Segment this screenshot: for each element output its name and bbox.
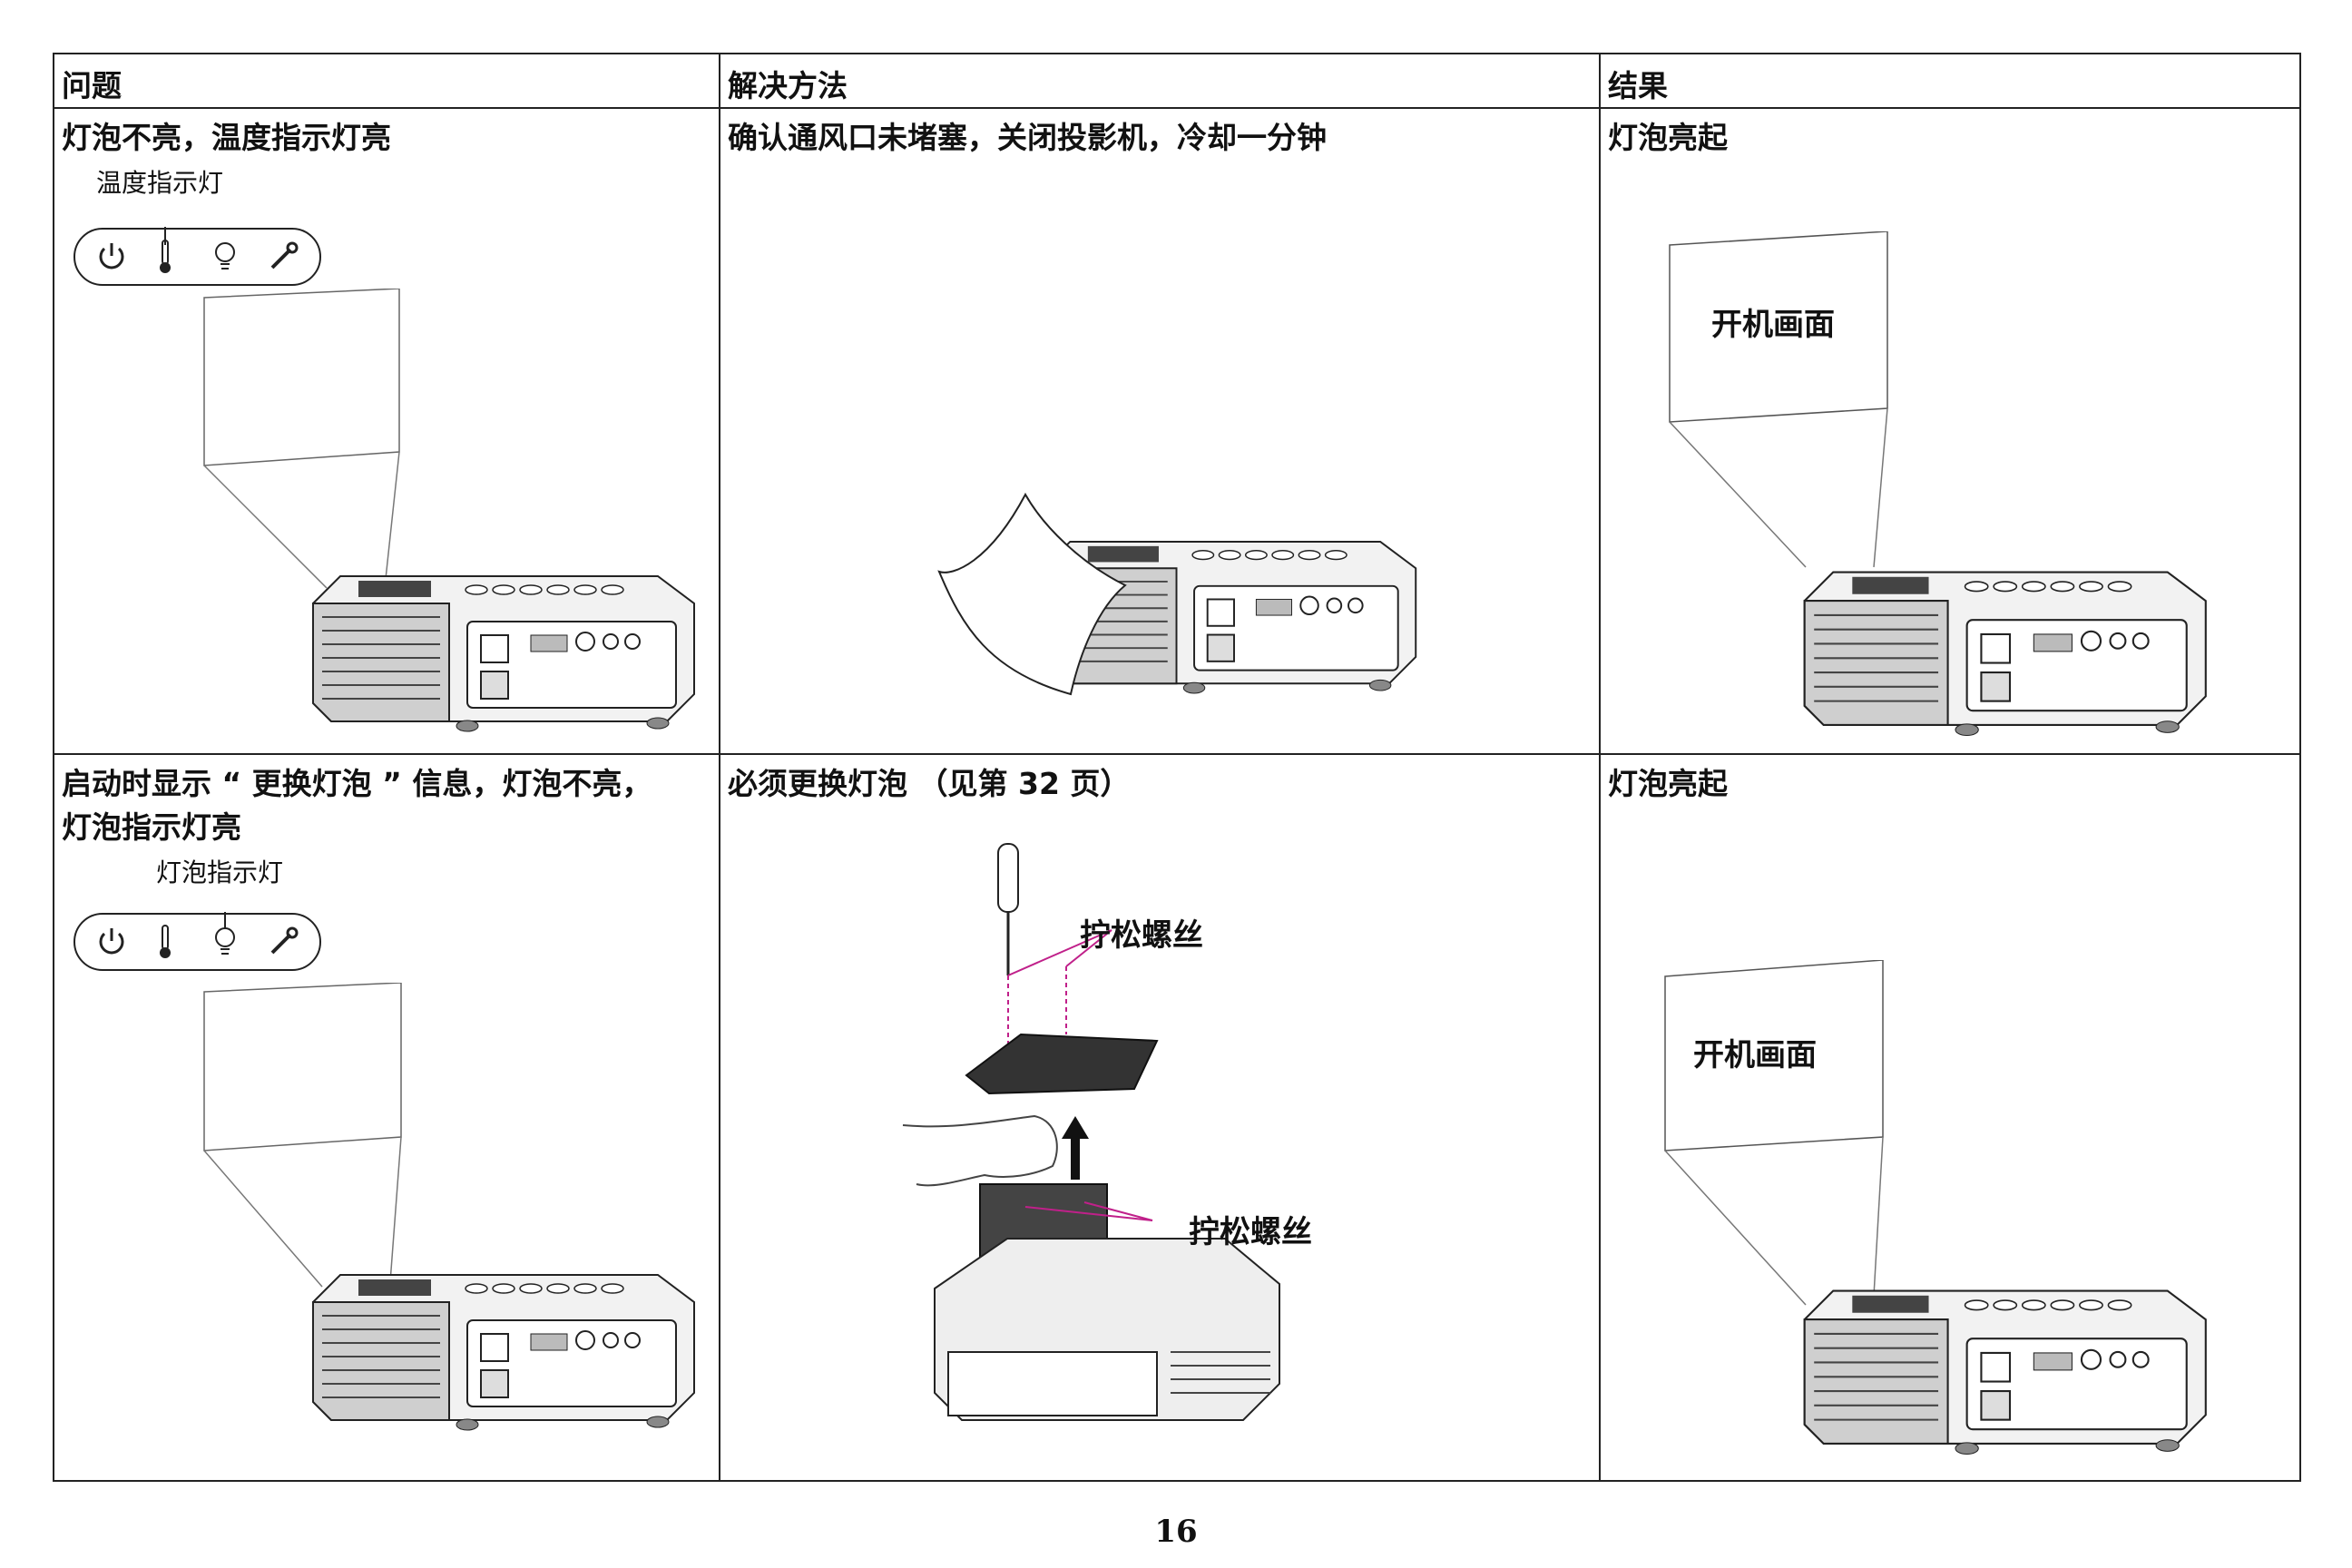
thermometer-icon bbox=[160, 925, 171, 958]
screwdriver-icon bbox=[997, 843, 1019, 913]
projector-image bbox=[312, 575, 695, 732]
wrench-icon bbox=[270, 241, 299, 270]
lit-screen-illustration bbox=[1669, 231, 1888, 568]
blank-screen-illustration bbox=[203, 983, 402, 1288]
power-icon bbox=[99, 928, 124, 955]
projector-image bbox=[1803, 1289, 2207, 1455]
column-divider bbox=[719, 54, 720, 1480]
troubleshooting-table: 问题 解决方法 结果 灯泡不亮，温度指示灯亮 温度指示灯 确认通风口未堵塞，关闭… bbox=[53, 53, 2301, 1482]
power-icon bbox=[99, 243, 124, 270]
wrench-icon bbox=[270, 926, 299, 955]
header-solution: 解决方法 bbox=[728, 68, 848, 103]
indicator-panel bbox=[74, 227, 321, 286]
row2-indicator-label: 灯泡指示灯 bbox=[156, 858, 284, 887]
blank-screen-illustration bbox=[203, 289, 400, 589]
row2-result: 灯泡亮起 bbox=[1608, 766, 1728, 801]
thermometer-icon bbox=[160, 240, 171, 273]
row1-problem: 灯泡不亮，温度指示灯亮 bbox=[62, 120, 391, 155]
lamp-icon bbox=[215, 927, 235, 955]
row2-problem-line2: 灯泡指示灯亮 bbox=[62, 809, 241, 845]
lamp-icon bbox=[215, 242, 235, 270]
row2-solution: 必须更换灯泡 （见第 32 页） bbox=[728, 766, 1131, 801]
row1-solution: 确认通风口未堵塞，关闭投影机，冷却一分钟 bbox=[728, 120, 1327, 155]
paper-blocking-vent bbox=[937, 492, 1127, 696]
screen-startup-text: 开机画面 bbox=[1693, 1037, 1817, 1073]
row2-problem-line1: 启动时显示 “ 更换灯泡 ” 信息，灯泡不亮， bbox=[62, 766, 652, 801]
callout-loosen-screws: 拧松螺丝 bbox=[1189, 1214, 1312, 1250]
lit-screen-illustration bbox=[1664, 960, 1884, 1306]
arrow-up-icon bbox=[1062, 1116, 1089, 1180]
lamp-cover bbox=[965, 1033, 1159, 1095]
row1-indicator-label: 温度指示灯 bbox=[96, 168, 224, 198]
screen-startup-text: 开机画面 bbox=[1711, 307, 1835, 343]
lamp-replacement-illustration bbox=[902, 843, 1280, 1421]
hand-illustration bbox=[902, 1114, 1058, 1187]
header-result: 结果 bbox=[1608, 68, 1668, 103]
row-divider bbox=[54, 753, 2299, 755]
row1-result: 灯泡亮起 bbox=[1608, 120, 1728, 155]
indicator-panel bbox=[74, 912, 321, 971]
page-number: 16 bbox=[1154, 1514, 1198, 1550]
header-problem: 问题 bbox=[62, 68, 122, 103]
projector-image bbox=[1803, 571, 2207, 737]
projector-image bbox=[312, 1274, 695, 1431]
row-divider bbox=[54, 107, 2299, 109]
column-divider bbox=[1599, 54, 1601, 1480]
callout-loosen-screws: 拧松螺丝 bbox=[1080, 917, 1203, 954]
